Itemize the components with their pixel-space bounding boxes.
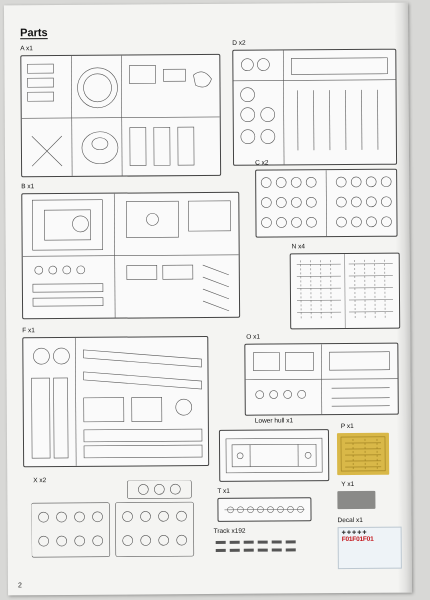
sprue-label-decal: Decal x1 [337, 516, 363, 525]
decal-sheet: ✚✚✚✚✚ F01F01F01 [337, 526, 402, 570]
clear-part-y [337, 490, 376, 510]
sprue-label-y: Y x1 [341, 480, 355, 489]
sprue-d [232, 48, 398, 166]
sprue-a-drawing [21, 55, 220, 176]
sprue-label-n: N x4 [291, 243, 306, 251]
photo-etch-detail [340, 436, 386, 472]
page-number: 2 [17, 582, 22, 590]
lower-hull [218, 429, 330, 482]
sprue-a [20, 53, 222, 178]
photo-etch-fret-p [336, 432, 390, 476]
track-links [214, 537, 314, 556]
lower-hull-drawing [225, 437, 323, 474]
sprue-o [244, 342, 399, 416]
sprue-label-t: T x1 [217, 487, 230, 495]
page-title: Parts [20, 27, 48, 40]
sprue-label-p: P x1 [340, 422, 354, 431]
sprue-o-drawing [245, 344, 398, 415]
sprue-c [255, 168, 398, 238]
sprue-label-o: O x1 [246, 333, 261, 341]
track-links-drawing [215, 540, 296, 552]
sprue-n [289, 252, 401, 330]
sprue-label-track: Track x192 [213, 527, 246, 535]
sprue-label-d: D x2 [232, 39, 246, 47]
sprue-x-drawing [31, 480, 195, 558]
sprue-label-lower-hull: Lower hull x1 [254, 417, 294, 425]
sprue-b [21, 191, 241, 320]
sprue-b-drawing [22, 193, 239, 318]
sprue-x [31, 480, 196, 559]
sprue-c-drawing [260, 170, 392, 237]
sprue-label-c: C x2 [255, 159, 269, 167]
instruction-page: Parts A x1 D x2 [3, 2, 413, 596]
sprue-t-drawing [224, 506, 305, 514]
sprue-n-drawing [296, 254, 394, 329]
sprue-d-drawing [233, 50, 396, 165]
sprue-f [22, 335, 210, 468]
sprue-label-a: A x1 [20, 45, 33, 53]
sprue-f-drawing [31, 337, 203, 466]
decal-number-text: F01F01F01 [341, 535, 374, 544]
sprue-t [217, 497, 312, 522]
sprue-label-b: B x1 [21, 183, 35, 191]
sprue-label-f: F x1 [22, 327, 35, 335]
